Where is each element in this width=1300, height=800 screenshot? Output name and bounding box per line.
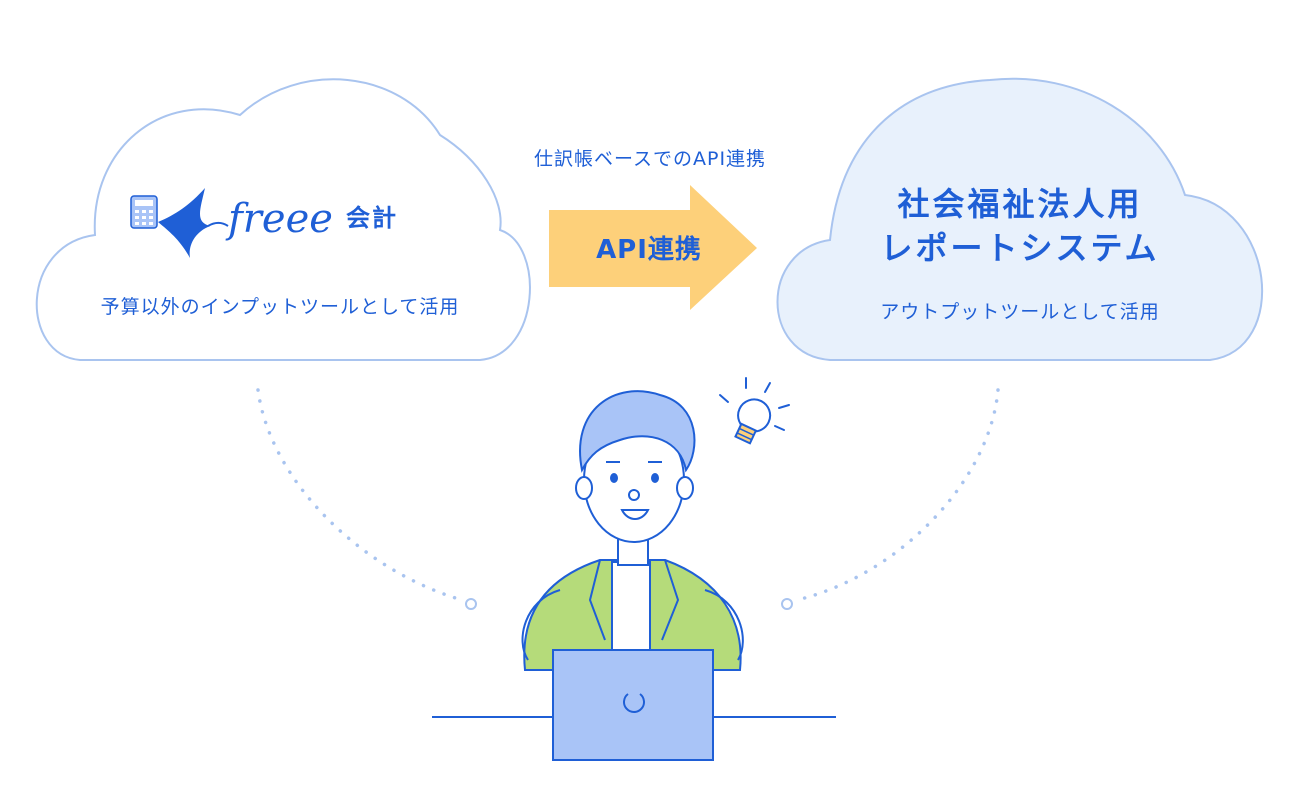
right-cloud-title-line1: 社会福祉法人用: [897, 185, 1143, 223]
hair: [579, 390, 696, 473]
api-arrow: [549, 185, 757, 310]
power-icon: [623, 693, 645, 713]
left-cloud-description: 予算以外のインプットツールとして活用: [100, 296, 460, 318]
left-ear: [575, 476, 593, 500]
left-cloud: [35, 78, 531, 361]
right-ear: [676, 476, 694, 500]
right-cloud: [776, 77, 1264, 361]
lightbulb-rays: [719, 377, 790, 431]
lightbulb-icon: [734, 398, 772, 445]
right-dotted-connector: [795, 388, 1000, 602]
swallow-icon: [158, 188, 229, 258]
logo-suffix: 会計: [346, 204, 399, 232]
right-cloud-title-line2: レポートシステム: [880, 229, 1160, 267]
laptop-icon: [552, 649, 714, 761]
shirt: [611, 561, 651, 656]
left-connector-end: [465, 598, 477, 610]
person: [521, 390, 744, 671]
connector-caption: 仕訳帳ベースでのAPI連携: [533, 148, 767, 170]
right-cloud-description: アウトプットツールとして活用: [880, 301, 1160, 323]
left-dotted-connector: [256, 388, 464, 602]
calculator-icon: [130, 195, 158, 229]
freee-logo-word: freee: [228, 196, 333, 242]
arrow-label: API連携: [596, 235, 702, 265]
right-connector-end: [781, 598, 793, 610]
